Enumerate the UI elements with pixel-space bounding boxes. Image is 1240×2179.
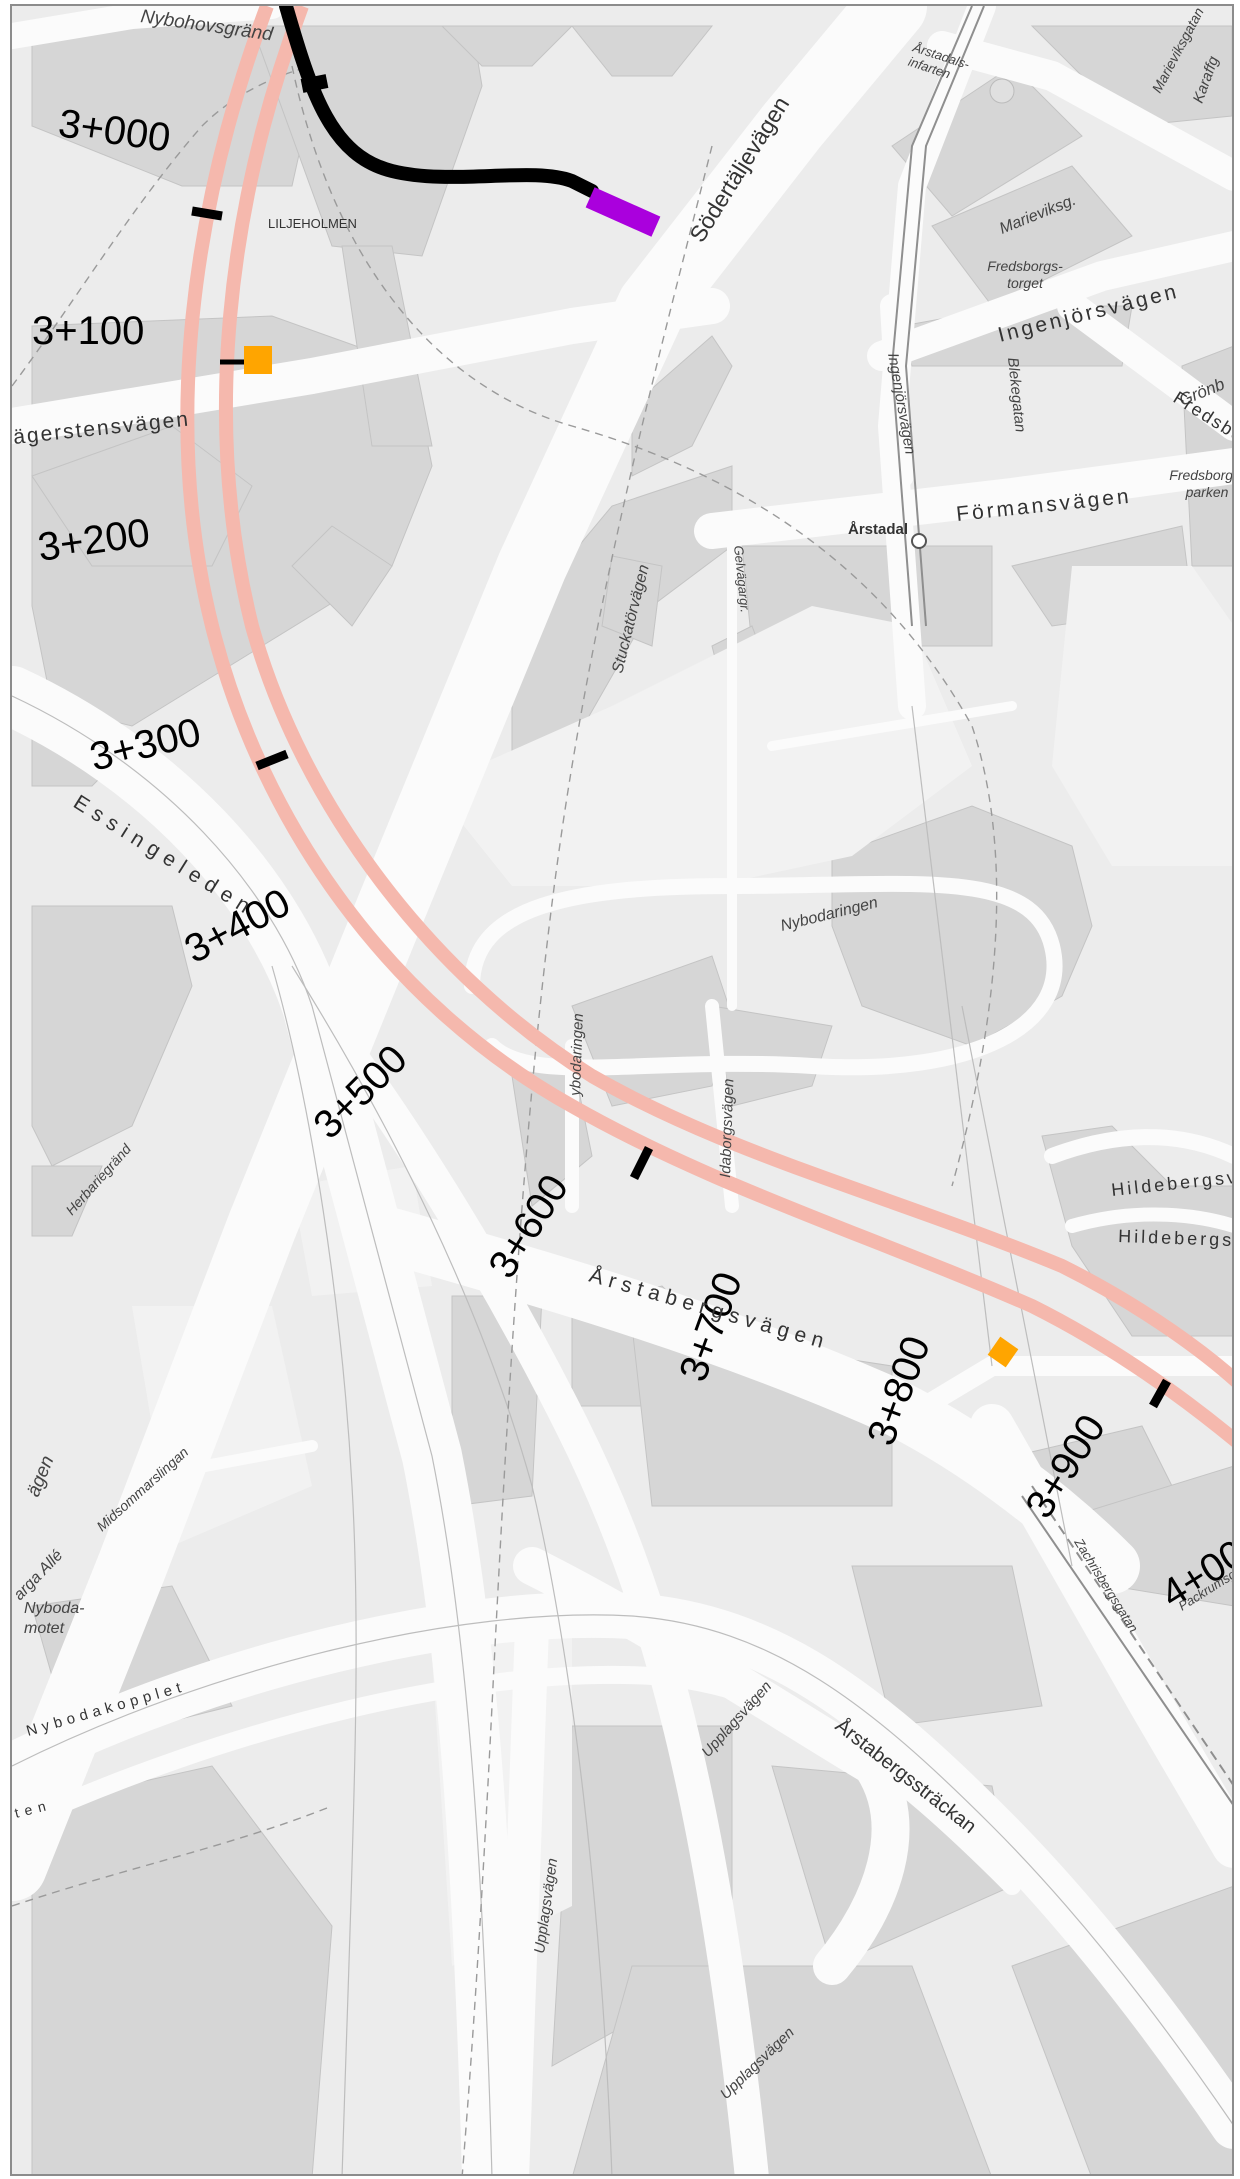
fredsborgstorget-line1: Fredsborgs- — [987, 258, 1063, 274]
fredsborgsparken-line2: parken — [1185, 484, 1229, 500]
road-casings — [12, 695, 1232, 2174]
label-fredsborgsparken: Fredsborgs-parken — [1169, 467, 1234, 500]
tick-3000 — [191, 206, 223, 221]
label-fredsborgstorget: Fredsborgs-torget — [987, 258, 1063, 291]
label-idaborgsvagen: Idaborgsvägen — [717, 1078, 737, 1178]
fredsborgsparken-line1: Fredsborgs- — [1169, 467, 1234, 483]
tick-3600 — [629, 1145, 654, 1181]
roundabout — [989, 78, 1015, 104]
railway — [890, 6, 1232, 1805]
label-gelvaggargr: Gelvägargr. — [731, 545, 753, 614]
map-canvas[interactable]: 3+000 3+100 3+200 3+300 3+400 3+500 3+60… — [12, 6, 1234, 2176]
tick-3900 — [1149, 1378, 1171, 1409]
tunnel-alignment — [180, 6, 1232, 1447]
label-liljeholmen: LILJEHOLMEN — [268, 216, 357, 231]
label-arstadal: Årstadal — [848, 521, 908, 538]
nybodamotet-line2: motet — [24, 1620, 65, 1637]
map-frame[interactable]: 3+000 3+100 3+200 3+300 3+400 3+500 3+60… — [10, 4, 1234, 2176]
fredsborgstorget-line2: torget — [1007, 275, 1044, 291]
purple-marker — [585, 187, 661, 237]
arstadal-station-marker — [911, 533, 927, 549]
label-nybodaringen-vertical: ybodaringen — [567, 1013, 587, 1097]
dashed-alignments — [12, 65, 998, 2174]
chainage-3100: 3+100 — [32, 309, 144, 353]
access-tunnel — [220, 6, 599, 365]
chainage-ticks — [191, 206, 1171, 1409]
tick-3300 — [255, 749, 289, 771]
label-nybodamotet: Nyboda-motet — [24, 1600, 84, 1637]
orange-marker-1 — [244, 346, 272, 374]
nybodamotet-line1: Nyboda- — [24, 1600, 84, 1617]
orange-marker-2 — [987, 1336, 1019, 1368]
